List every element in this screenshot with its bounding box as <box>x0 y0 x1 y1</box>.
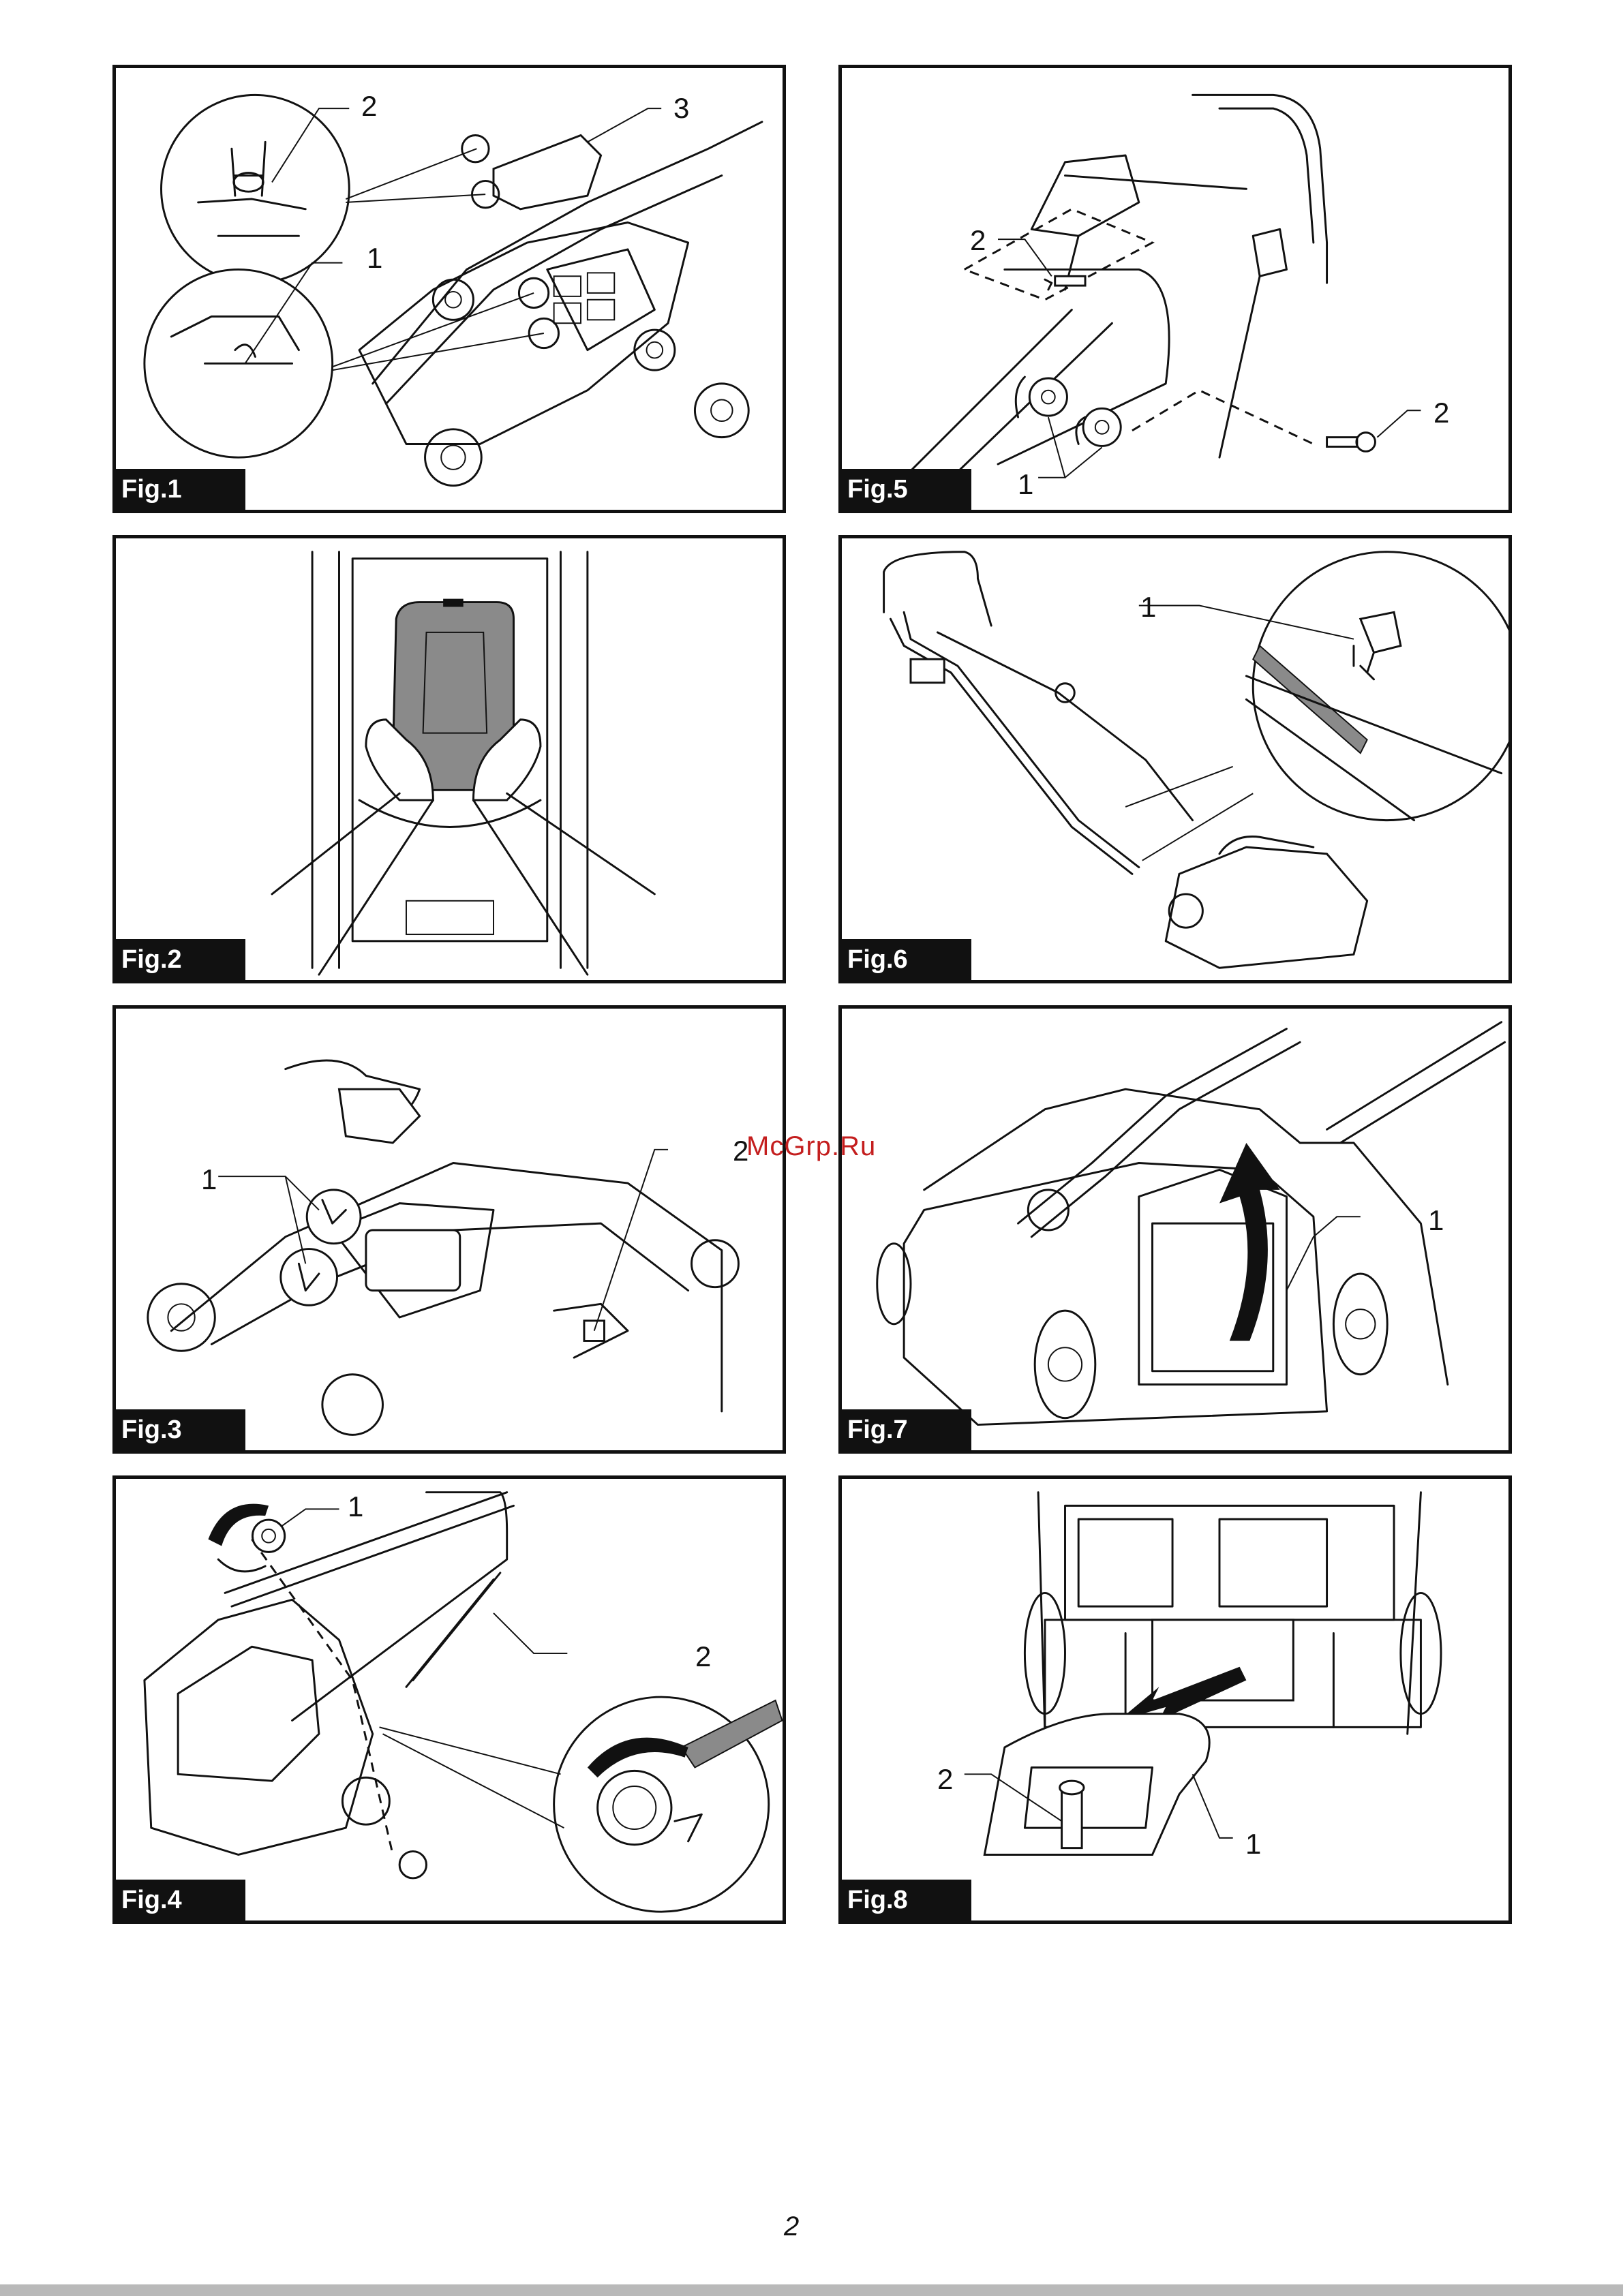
figure-1-label: Fig.1 <box>116 469 245 510</box>
figure-5-illustration <box>842 68 1508 510</box>
callout-number: 3 <box>673 94 689 123</box>
figure-6-illustration <box>842 538 1508 980</box>
figure-3-panel: 1 2 Fig.3 <box>112 1005 786 1454</box>
figure-8-illustration <box>842 1479 1508 1920</box>
figure-7-label: Fig.7 <box>842 1409 971 1450</box>
figure-6-label: Fig.6 <box>842 939 971 980</box>
figure-4-panel: 1 2 Fig.4 <box>112 1475 786 1924</box>
figure-7-panel: 1 Fig.7 <box>838 1005 1512 1454</box>
callout-number: 2 <box>970 226 986 255</box>
callout-number: 2 <box>1434 399 1449 427</box>
figure-5-panel: 2 2 1 Fig.5 <box>838 65 1512 513</box>
figure-3-label: Fig.3 <box>116 1409 245 1450</box>
figure-3-illustration <box>116 1009 783 1450</box>
figure-4-label: Fig.4 <box>116 1880 245 1920</box>
figure-1-illustration <box>116 68 783 510</box>
bottom-divider <box>0 2284 1623 2296</box>
figure-8-label: Fig.8 <box>842 1880 971 1920</box>
page-number: 2 <box>784 2211 799 2242</box>
watermark-text: McGrp.Ru <box>746 1131 876 1162</box>
figure-1-panel: 1 2 3 Fig.1 <box>112 65 786 513</box>
callout-number: 2 <box>937 1765 953 1794</box>
figure-4-illustration <box>116 1479 783 1920</box>
figure-2-illustration <box>116 538 783 980</box>
callout-number: 1 <box>1428 1206 1444 1235</box>
callout-number: 2 <box>361 92 377 121</box>
callout-number: 2 <box>695 1642 711 1671</box>
callout-number: 1 <box>1018 470 1033 499</box>
figure-8-panel: 2 1 Fig.8 <box>838 1475 1512 1924</box>
callout-number: 1 <box>201 1165 217 1194</box>
callout-number: 1 <box>1245 1830 1261 1858</box>
figure-2-panel: Fig.2 <box>112 535 786 983</box>
figure-2-label: Fig.2 <box>116 939 245 980</box>
figure-5-label: Fig.5 <box>842 469 971 510</box>
callout-number: 1 <box>1140 593 1156 622</box>
callout-number: 1 <box>348 1493 363 1521</box>
callout-number: 1 <box>367 244 382 273</box>
figure-7-illustration <box>842 1009 1508 1450</box>
figure-6-panel: 1 Fig.6 <box>838 535 1512 983</box>
